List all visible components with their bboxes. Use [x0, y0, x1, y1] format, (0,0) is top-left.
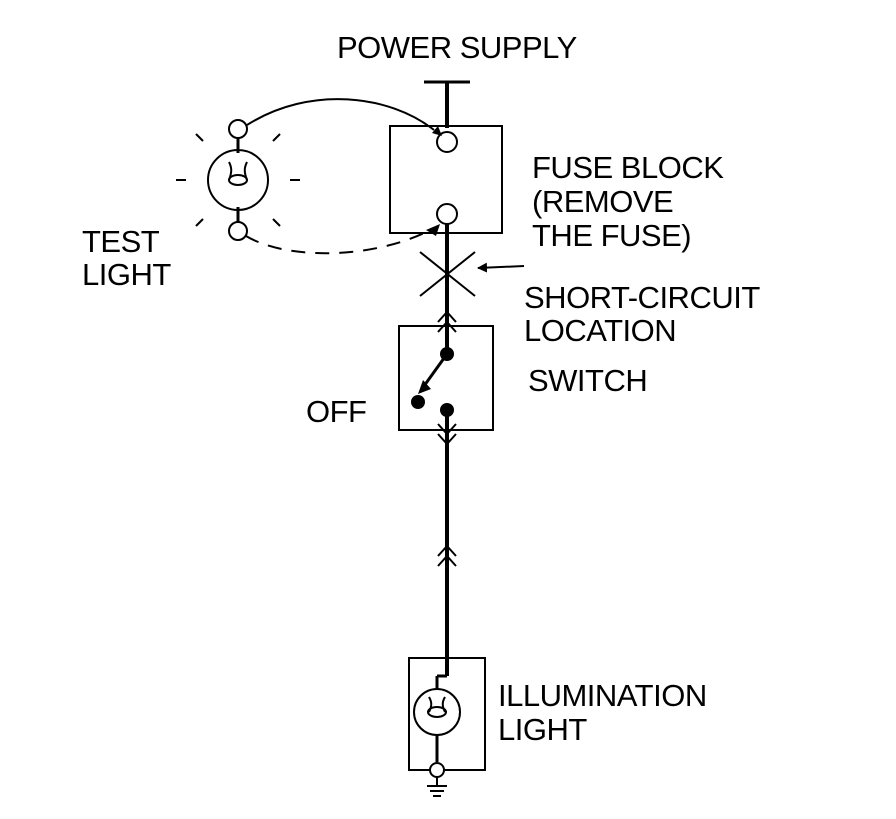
short-circuit-arrow [477, 262, 525, 273]
test-light-filament [228, 174, 248, 186]
short-circuit-label-line2: LOCATION [524, 313, 676, 348]
test-light-glow-rays [176, 133, 300, 227]
fuse-block-label-line3: THE FUSE) [532, 218, 691, 253]
fuse-block [389, 125, 503, 234]
illumination-light [408, 657, 486, 771]
switch-contact-off [411, 395, 425, 409]
test-light-bulb [207, 149, 269, 211]
test-light-label-line1: TEST [82, 224, 160, 259]
test-lead-bottom-dashed [245, 227, 435, 255]
fuse-terminal-top [436, 131, 458, 153]
short-circuit-mark [419, 251, 476, 297]
flow-chevrons-upper [437, 310, 457, 333]
test-light-label-line2: LIGHT [82, 257, 171, 292]
fuse-block-label-line1: FUSE BLOCK [532, 150, 724, 185]
fuse-block-label-line2: (REMOVE [532, 184, 673, 219]
short-circuit-label-line1: SHORT-CIRCUIT [524, 280, 760, 315]
test-lead-top [246, 98, 435, 131]
illumination-label-line2: LIGHT [498, 712, 587, 747]
ground-symbol [427, 762, 447, 797]
switch-label: SWITCH [528, 363, 647, 398]
illumination-filament [427, 706, 447, 718]
power-supply-label: POWER SUPPLY [337, 30, 577, 65]
test-light [176, 119, 300, 241]
power-supply-terminal [424, 80, 470, 128]
illumination-bulb [413, 688, 461, 736]
flow-chevrons-middle [437, 544, 457, 567]
fuse-terminal-bottom [436, 203, 458, 225]
illumination-label-line1: ILLUMINATION [498, 678, 707, 713]
switch-state-off-label: OFF [306, 394, 367, 429]
